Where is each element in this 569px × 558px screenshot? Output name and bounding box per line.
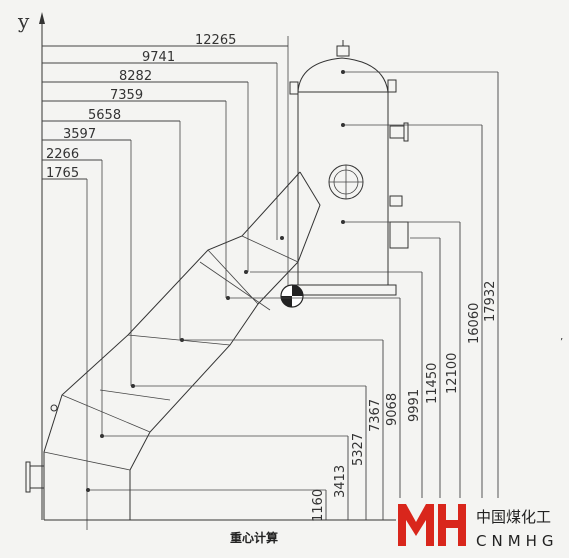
horizontal-dimensions: 12265 9741 8282 7359 5658 3597 2266 1765 (42, 33, 288, 181)
logo-chinese-name: 中国煤化工 (476, 508, 551, 526)
center-of-gravity-icon (280, 284, 304, 308)
hdim-2266: 2266 (46, 147, 79, 162)
hdim-5658: 5658 (88, 108, 121, 123)
y-axis: y (17, 9, 45, 520)
hdim-12265: 12265 (195, 33, 236, 48)
vertical-dim-lines (325, 72, 499, 520)
hdim-9741: 9741 (142, 50, 175, 65)
logo-english-name: CNMHG (476, 532, 559, 550)
cnmhg-logo: 中国煤化工 CNMHG (396, 498, 569, 558)
vdim-9991: 9991 (407, 389, 422, 422)
svg-text:’: ’ (560, 337, 563, 348)
vdim-11450: 11450 (425, 363, 440, 404)
logo-mark-icon (398, 504, 466, 546)
hdim-7359: 7359 (110, 88, 143, 103)
hdim-8282: 8282 (119, 69, 152, 84)
component-cg-points (86, 70, 345, 492)
vdim-5327: 5327 (351, 433, 366, 466)
vdim-17932: 17932 (483, 281, 498, 322)
vdim-7367: 7367 (368, 399, 383, 432)
hdim-3597: 3597 (63, 127, 96, 142)
vdim-12100: 12100 (445, 353, 460, 394)
vertical-dim-leaders (90, 71, 498, 491)
manhole-icon (328, 164, 364, 200)
caption: 重心计算 (230, 530, 278, 545)
hdim-1765: 1765 (46, 166, 79, 181)
inclined-duct (25, 171, 398, 521)
vertical-dim-labels: 17932 16060 12100 11450 9991 9068 7367 5… (311, 281, 498, 522)
y-axis-label: y (17, 9, 30, 33)
vertical-extension-lines (86, 36, 289, 530)
vdim-16060: 16060 (467, 303, 482, 344)
vdim-3413: 3413 (333, 465, 348, 498)
vdim-1160: 1160 (311, 489, 326, 522)
vdim-9068: 9068 (385, 393, 400, 426)
vessel-body (289, 40, 409, 296)
